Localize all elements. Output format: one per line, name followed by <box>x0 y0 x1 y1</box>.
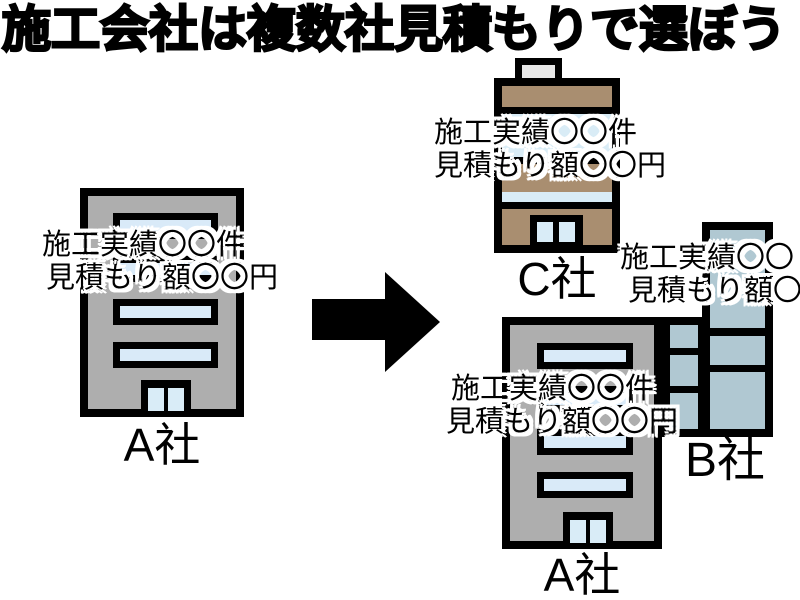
stats-company-a-after: 施工実績〇〇件 見積もり額〇〇円 <box>446 373 678 439</box>
window-bar <box>113 342 218 368</box>
window-bar <box>537 472 633 498</box>
label-company-a-after: A社 <box>543 549 621 600</box>
building-company-b-tower <box>702 222 773 437</box>
door <box>530 215 583 246</box>
stat-works: 施工実績〇〇件 <box>42 229 246 261</box>
door-pane <box>148 388 164 411</box>
door-pane <box>570 520 586 543</box>
door-pane <box>168 388 184 411</box>
floor-band <box>670 348 698 355</box>
door-pane <box>590 520 606 543</box>
stat-quote: 見積もり額〇 <box>628 275 800 307</box>
stats-company-b: 施工実績〇〇 見積もり額〇 <box>620 242 800 308</box>
floor-band <box>710 365 765 372</box>
window-bar <box>113 299 218 325</box>
door-pane <box>559 222 575 242</box>
window-bar <box>537 429 633 455</box>
window-band <box>502 107 612 164</box>
door-pane <box>537 222 553 242</box>
stat-works: 施工実績〇〇件 <box>451 373 655 405</box>
window-band <box>502 192 612 209</box>
stat-works: 施工実績〇〇 <box>620 242 795 274</box>
page-title: 施工会社は複数社見積もりで選ぼう <box>1 2 788 59</box>
window-bar <box>113 213 218 239</box>
window-bar <box>537 343 633 369</box>
stats-company-c: 施工実績〇〇件 見積もり額〇〇円 <box>434 117 666 183</box>
stat-quote: 見積もり額〇〇円 <box>434 150 667 182</box>
stats-company-a-before: 施工実績〇〇件 見積もり額〇〇円 <box>42 229 278 295</box>
stat-works: 施工実績〇〇件 <box>434 117 638 149</box>
floor-band <box>670 386 698 393</box>
window-bar <box>113 256 218 282</box>
stat-quote: 見積もり額〇〇円 <box>446 406 679 438</box>
arrow-shaft <box>312 299 387 340</box>
stat-quote: 見積もり額〇〇円 <box>46 262 279 294</box>
label-company-c: C社 <box>517 253 597 305</box>
floor-band <box>710 328 765 336</box>
label-company-b: B社 <box>684 434 766 487</box>
door <box>141 380 191 417</box>
label-company-a-before: A社 <box>123 419 201 471</box>
door <box>563 512 613 549</box>
window-bar <box>537 386 633 412</box>
arrow-head <box>385 272 440 372</box>
